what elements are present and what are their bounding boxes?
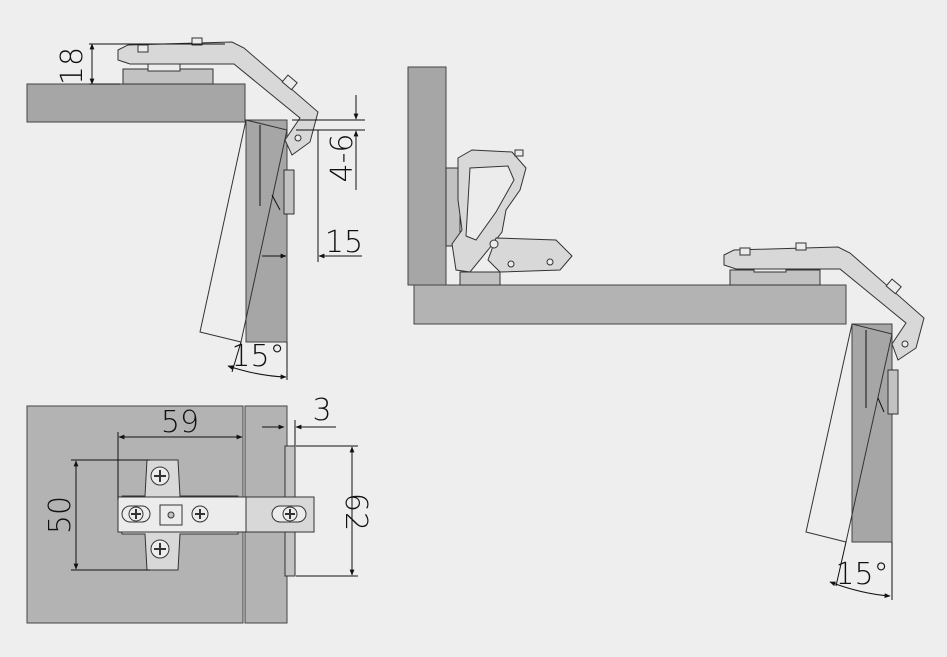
top-left-side-view: 18 4-6 15 15°	[26, 37, 365, 380]
folded-pin-c	[546, 258, 554, 266]
angle-arc-top-left	[227, 365, 287, 380]
cam-dot	[167, 511, 175, 519]
bottom-left-plan-view: 59 3 50 62	[26, 393, 373, 624]
carcass-side-right	[407, 66, 447, 286]
screw-bottom	[150, 539, 170, 559]
cup-detail-right	[865, 330, 885, 413]
screw-arm-end	[271, 505, 307, 523]
folded-hinge	[445, 149, 573, 286]
angle-label-top-left: 15°	[231, 339, 284, 374]
dim-50-label: 50	[43, 496, 78, 534]
dim-18-label: 18	[55, 47, 90, 85]
dim-46-label: 4-6	[325, 134, 360, 183]
folded-screw	[514, 149, 524, 157]
screw-right	[191, 505, 209, 523]
folded-base	[459, 271, 501, 286]
dim-15-label: 15	[325, 225, 363, 260]
arm-screw-a	[137, 44, 149, 53]
hinge-arm-right	[723, 246, 925, 361]
folded-arm-inner	[465, 165, 515, 241]
pivot-pin	[294, 134, 302, 142]
hinge-cup	[283, 169, 295, 215]
pivot-pin-right	[901, 340, 909, 348]
angle-label-right: 15°	[835, 557, 888, 592]
screw-left	[121, 505, 151, 523]
carcass-panel-top	[26, 83, 246, 123]
dim-62-label: 62	[338, 493, 373, 531]
dim-3-label: 3	[312, 393, 331, 428]
right-side-view: 15°	[407, 66, 925, 600]
folded-lever	[487, 237, 573, 273]
arm-screw-right-a	[739, 247, 751, 256]
door-panel-top-left	[245, 119, 288, 343]
hinge-arm	[117, 41, 319, 156]
angle-arc-right	[829, 581, 891, 599]
door-panel-right	[851, 323, 893, 543]
arm-screw-right-b	[795, 242, 807, 251]
carcass-bottom-right	[413, 284, 847, 325]
folded-pin-a	[489, 239, 499, 249]
angle-right-ext-2	[835, 541, 847, 587]
arm-screw-c	[281, 74, 298, 91]
dim-59-label: 59	[161, 405, 199, 440]
arm-screw-b	[191, 37, 203, 46]
hinge-cup-right	[887, 369, 899, 415]
folded-pin-b	[507, 260, 515, 268]
screw-top	[150, 466, 170, 486]
cup-detail	[259, 125, 281, 211]
arm-screw-right-c	[885, 278, 902, 295]
